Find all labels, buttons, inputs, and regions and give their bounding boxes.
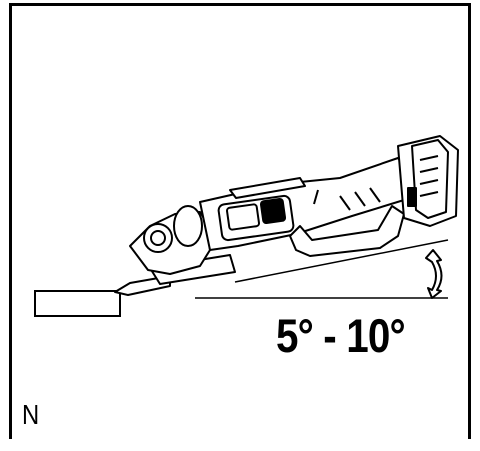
angle-range-label: 5° - 10°	[276, 309, 406, 362]
workpiece-block-icon	[34, 290, 121, 317]
tool-axis-line	[234, 239, 449, 283]
corner-letter: N	[22, 399, 40, 430]
curved-double-arrow-icon	[425, 249, 443, 299]
angle-grinder-icon	[114, 135, 459, 296]
